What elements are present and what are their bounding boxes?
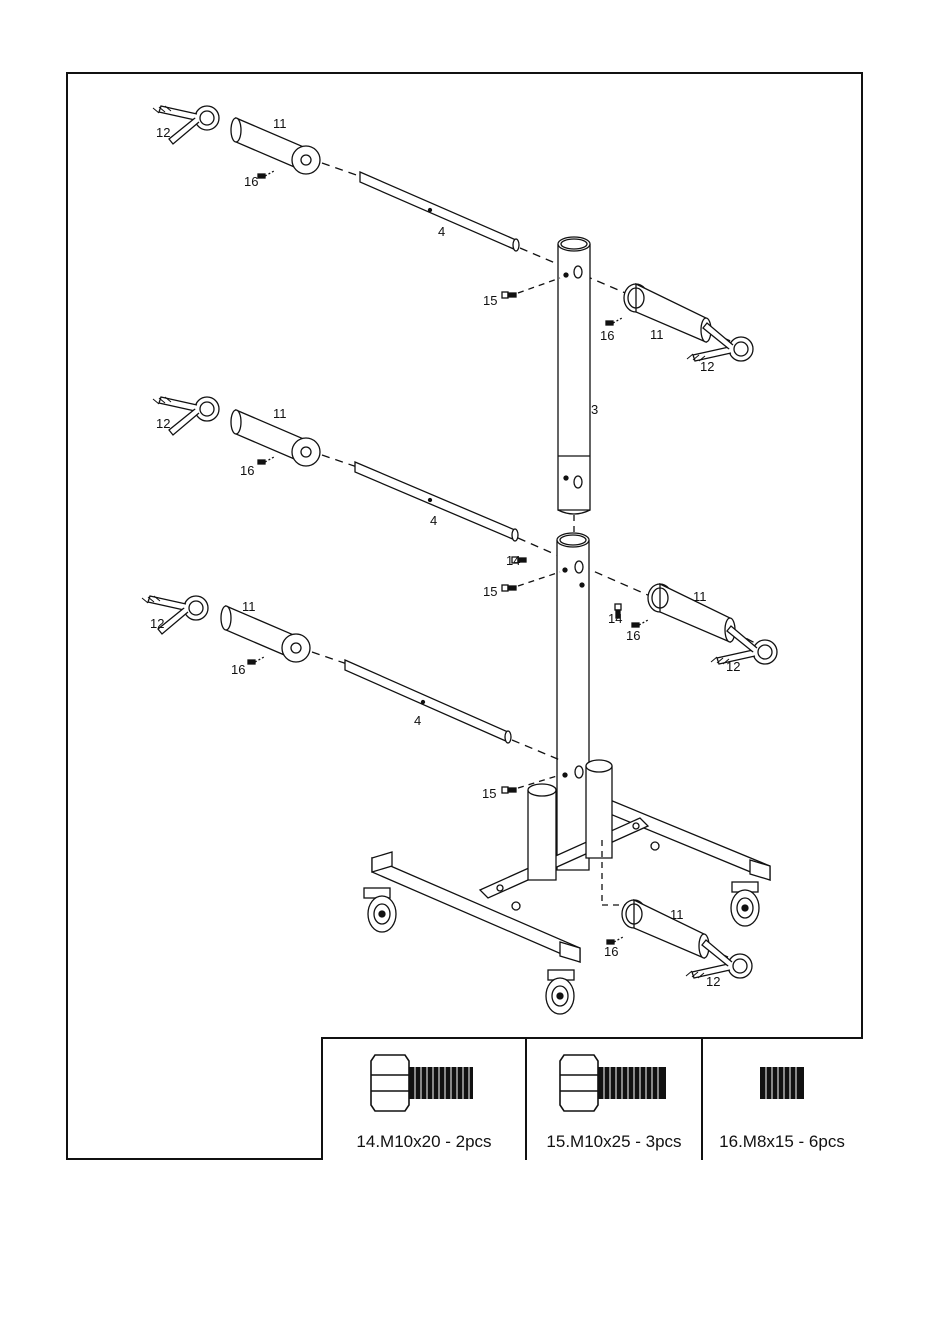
- callout-11: 11: [693, 589, 707, 604]
- hex-bolt-icon: [369, 1051, 479, 1115]
- callout-16: 16: [231, 662, 245, 677]
- bottom-bar: [345, 660, 511, 743]
- part-cell-15: 15.M10x25 - 3pcs: [527, 1039, 703, 1160]
- part-label-15: 15.M10x25 - 3pcs: [546, 1132, 681, 1152]
- bottom-bolt-15-icon: [502, 787, 516, 793]
- callout-12: 12: [726, 659, 740, 674]
- callout-15: 15: [483, 293, 497, 308]
- bottom-left-screw-icon: [248, 657, 264, 664]
- callout-4: 4: [414, 713, 421, 728]
- callout-12: 12: [700, 359, 714, 374]
- callout-16: 16: [604, 944, 618, 959]
- hex-bolt-long-icon: [558, 1051, 670, 1115]
- lower-upright: [557, 533, 589, 870]
- base-right-sleeve: [622, 900, 709, 958]
- top-bar: [360, 172, 519, 251]
- top-bolt-15-icon: [502, 292, 516, 298]
- caster-front-left-icon: [364, 888, 396, 932]
- middle-right-sleeve: [648, 584, 735, 642]
- top-right-sleeve: [624, 284, 711, 342]
- set-screw-icon: [756, 1051, 808, 1115]
- top-right-screw-icon: [606, 318, 622, 325]
- callout-3: 3: [591, 402, 598, 417]
- part-label-14: 14.M10x20 - 2pcs: [356, 1132, 491, 1152]
- callout-12: 12: [706, 974, 720, 989]
- part-cell-14: 14.M10x20 - 2pcs: [323, 1039, 527, 1160]
- caster-front-right-icon: [546, 970, 574, 1014]
- callout-15: 15: [482, 786, 496, 801]
- callout-4: 4: [430, 513, 437, 528]
- callout-11: 11: [670, 907, 684, 922]
- callout-11: 11: [650, 327, 664, 342]
- callout-14: 14: [506, 553, 520, 568]
- bottom-left-sleeve: [221, 606, 310, 662]
- callout-12: 12: [156, 125, 170, 140]
- callout-11: 11: [273, 406, 287, 421]
- caster-back-right-icon: [731, 882, 759, 926]
- part-label-16: 16.M8x15 - 6pcs: [719, 1132, 845, 1152]
- part-cell-16: 16.M8x15 - 6pcs: [703, 1039, 861, 1160]
- upper-upright: [558, 237, 590, 535]
- top-left-screw-icon: [258, 171, 274, 178]
- callout-14: 14: [608, 611, 622, 626]
- middle-bolt-15-icon: [502, 585, 516, 591]
- callout-16: 16: [240, 463, 254, 478]
- callout-16: 16: [626, 628, 640, 643]
- callout-11: 11: [273, 116, 287, 131]
- parts-table: 14.M10x20 - 2pcs 15.M10x25 - 3pcs: [321, 1037, 863, 1160]
- middle-right-screw-icon: [632, 620, 648, 627]
- callout-12: 12: [156, 416, 170, 431]
- callout-16: 16: [600, 328, 614, 343]
- callout-12: 12: [150, 616, 164, 631]
- callout-16: 16: [244, 174, 258, 189]
- middle-left-screw-icon: [258, 457, 274, 464]
- base-right-screw-icon: [607, 937, 623, 944]
- callout-11: 11: [242, 599, 256, 614]
- callout-4: 4: [438, 224, 445, 239]
- callout-15: 15: [483, 584, 497, 599]
- middle-bar: [355, 462, 518, 541]
